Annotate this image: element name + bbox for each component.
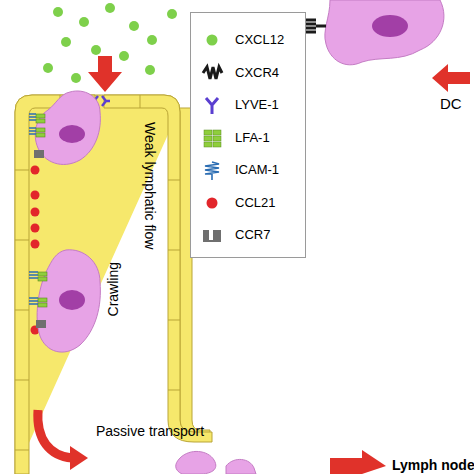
legend-row: LFA-1 bbox=[191, 125, 305, 151]
legend-row: CCL21 bbox=[191, 190, 305, 216]
legend-swatch bbox=[199, 159, 225, 181]
swatch-shape bbox=[205, 162, 219, 180]
flow-arrow bbox=[38, 410, 72, 458]
text-label: DC bbox=[440, 96, 462, 113]
legend-box: CXCL12CXCR4LYVE-1LFA-1ICAM-1CCL21CCR7 bbox=[190, 12, 306, 258]
node-arrow bbox=[330, 450, 386, 474]
legend-text: CXCR4 bbox=[235, 65, 279, 80]
swatch-shape bbox=[203, 230, 221, 242]
swatch-shape bbox=[207, 35, 218, 46]
swatch-shape bbox=[207, 197, 218, 208]
legend-text: ICAM-1 bbox=[235, 162, 279, 177]
legend-swatch bbox=[199, 224, 225, 246]
legend-row: LYVE-1 bbox=[191, 92, 305, 118]
legend-row: CXCL12 bbox=[191, 27, 305, 53]
dendritic-cell bbox=[304, 0, 470, 92]
legend-swatch bbox=[199, 29, 225, 51]
legend-swatch bbox=[199, 62, 225, 84]
legend-row: CXCR4 bbox=[191, 60, 305, 86]
swatch-shape bbox=[204, 130, 221, 147]
legend-swatch bbox=[199, 94, 225, 116]
legend-row: ICAM-1 bbox=[191, 157, 305, 183]
legend-text: CCL21 bbox=[235, 195, 275, 210]
text-label: Lymph node bbox=[392, 458, 474, 473]
swatch-shape bbox=[203, 67, 222, 79]
entry-arrow bbox=[88, 56, 122, 92]
legend-text: LYVE-1 bbox=[235, 97, 279, 112]
flow-arrow-head bbox=[70, 446, 88, 470]
text-label: Passive transport bbox=[96, 424, 204, 439]
legend-swatch bbox=[199, 127, 225, 149]
transported-cell bbox=[176, 451, 256, 474]
text-label: Weak lymphatic flow bbox=[142, 122, 157, 249]
swatch-shape bbox=[206, 98, 218, 114]
crawling-cell bbox=[29, 91, 100, 164]
legend-swatch bbox=[199, 192, 225, 214]
legend-text: CCR7 bbox=[235, 227, 270, 242]
text-label: Crawling bbox=[106, 262, 121, 316]
legend-row: CCR7 bbox=[191, 222, 305, 248]
legend-text: CXCL12 bbox=[235, 32, 284, 47]
crawling-cell bbox=[29, 250, 100, 352]
legend-text: LFA-1 bbox=[235, 130, 270, 145]
